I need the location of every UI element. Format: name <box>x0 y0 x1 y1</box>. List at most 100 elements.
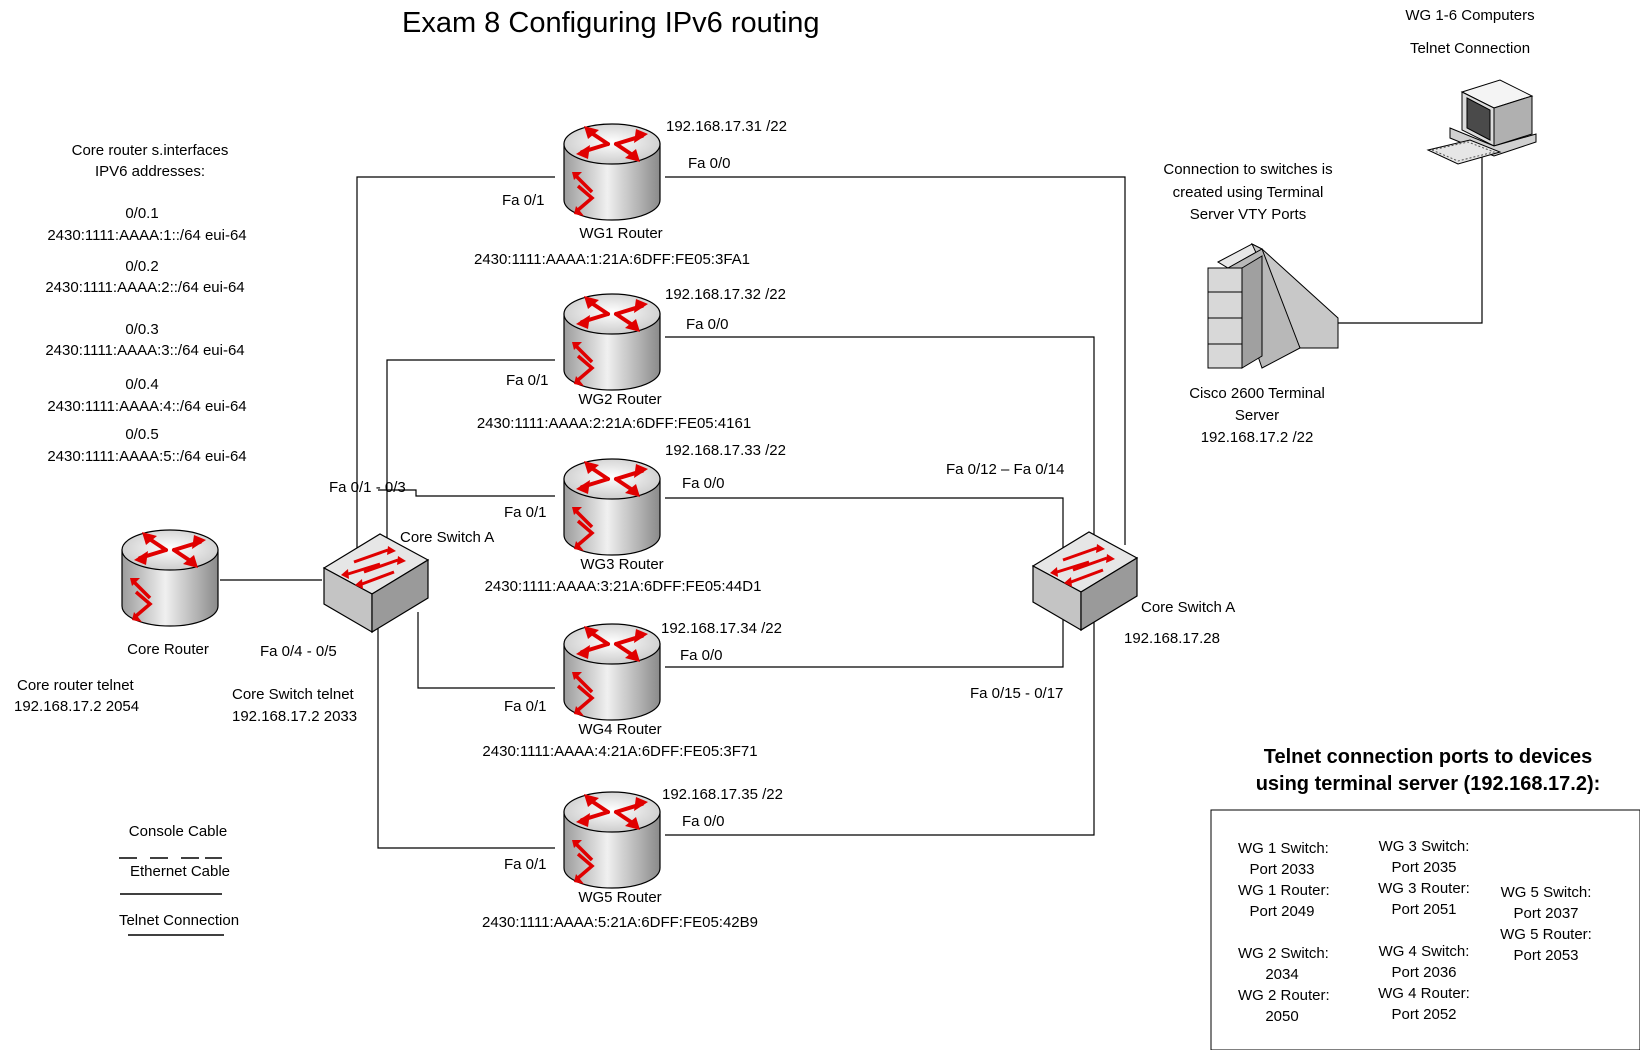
wg5-name: WG5 Router <box>578 889 662 906</box>
wg1-fa01: Fa 0/1 <box>502 192 545 209</box>
terminal-server-icon[interactable] <box>1207 242 1339 369</box>
right-switch-ip: 192.168.17.28 <box>1124 630 1220 647</box>
ports-col-1-row: WG 2 Router: <box>1238 987 1330 1004</box>
left-switch-telnet-value: 192.168.17.2 2033 <box>232 708 358 725</box>
wg2-fa01: Fa 0/1 <box>506 372 549 389</box>
wg3-name: WG3 Router <box>580 556 664 573</box>
core-addr-2: 2430:1111:AAAA:2::/64 eui-64 <box>45 279 245 296</box>
core-switch-left-icon[interactable] <box>322 532 430 634</box>
legend-ethernet: Ethernet Cable <box>129 863 231 880</box>
core-switch-right-icon[interactable] <box>1031 530 1139 632</box>
wg3-fa01: Fa 0/1 <box>504 504 547 521</box>
core-iface-3: 0/0.3 <box>125 321 159 338</box>
right-switch-ports-top: Fa 0/12 – Fa 0/14 <box>946 461 1065 478</box>
ports-col-2-row: WG 3 Router: <box>1378 880 1470 897</box>
wg2-ip: 192.168.17.32 /22 <box>665 286 786 303</box>
ports-col-2-row <box>1374 920 1474 941</box>
left-switch-ports-top: Fa 0/1 - 0/3 <box>329 479 406 496</box>
core-addresses-heading-2: IPV6 addresses: <box>94 163 206 180</box>
left-switch-name: Core Switch A <box>400 529 495 546</box>
wg2-router-icon[interactable] <box>562 292 662 392</box>
wg3-ipv6: 2430:1111:AAAA:3:21A:6DFF:FE05:44D1 <box>484 578 762 595</box>
pc-label-2: Telnet Connection <box>1409 40 1531 57</box>
legend-lines <box>119 857 224 936</box>
pc-icon[interactable] <box>1426 79 1537 165</box>
wg4-router-icon[interactable] <box>562 622 662 722</box>
ports-col-2-row: WG 4 Router: <box>1378 985 1470 1002</box>
wg4-fa00: Fa 0/0 <box>680 647 723 664</box>
legend-telnet: Telnet Connection <box>118 912 240 929</box>
wg5-router-icon[interactable] <box>562 790 662 890</box>
wg5-ipv6: 2430:1111:AAAA:5:21A:6DFF:FE05:42B9 <box>481 914 759 931</box>
ports-col-1-row: 2050 <box>1265 1008 1299 1025</box>
wg4-name: WG4 Router <box>578 721 662 738</box>
wg1-name: WG1 Router <box>579 225 663 242</box>
ports-col-1-row: WG 1 Switch: <box>1238 840 1329 857</box>
wg1-router-icon[interactable] <box>562 122 662 222</box>
wg2-name: WG2 Router <box>578 391 662 408</box>
wg3-ip: 192.168.17.33 /22 <box>665 442 786 459</box>
ports-col-2-row: Port 2051 <box>1391 901 1457 918</box>
wg4-ipv6: 2430:1111:AAAA:4:21A:6DFF:FE05:3F71 <box>482 743 758 760</box>
core-iface-4: 0/0.4 <box>125 376 159 393</box>
core-router-name: Core Router <box>127 641 209 658</box>
core-addr-3: 2430:1111:AAAA:3::/64 eui-64 <box>45 342 245 359</box>
terminal-server-name-2: Server <box>1234 407 1280 424</box>
core-iface-2: 0/0.2 <box>125 258 159 275</box>
ports-col-2-row: WG 3 Switch: <box>1378 838 1470 855</box>
ethernet-links <box>220 150 1483 849</box>
left-switch-ports-bottom: Fa 0/4 - 0/5 <box>260 643 337 660</box>
wg1-fa00: Fa 0/0 <box>688 155 731 172</box>
pc-label-1: WG 1-6 Computers <box>1405 7 1535 24</box>
ports-col-1-row: WG 1 Router: <box>1238 882 1330 899</box>
wg5-ip: 192.168.17.35 /22 <box>662 786 783 803</box>
core-addresses-heading-1: Core router s.interfaces <box>71 142 229 159</box>
ports-col-1-row: 2034 <box>1265 966 1299 983</box>
ports-col-3-row <box>1496 861 1596 882</box>
page-title: Exam 8 Configuring IPv6 routing <box>402 7 820 39</box>
ports-col-3: WG 5 Switch: Port 2037 WG 5 Router: Port… <box>1496 840 1596 966</box>
core-addr-4: 2430:1111:AAAA:4::/64 eui-64 <box>47 398 247 415</box>
wg1-ipv6: 2430:1111:AAAA:1:21A:6DFF:FE05:3FA1 <box>474 251 750 268</box>
ports-col-2-row: Port 2036 <box>1391 964 1457 981</box>
wg2-ipv6: 2430:1111:AAAA:2:21A:6DFF:FE05:4161 <box>476 415 752 432</box>
core-router-telnet-value: 192.168.17.2 2054 <box>14 698 140 715</box>
ports-col-1-row: Port 2033 <box>1249 861 1315 878</box>
ports-col-3-row: Port 2037 <box>1513 905 1579 922</box>
right-switch-ports-bottom: Fa 0/15 - 0/17 <box>970 685 1064 702</box>
core-router-icon[interactable] <box>120 528 220 628</box>
wg5-fa00: Fa 0/0 <box>682 813 725 830</box>
ports-col-3-row: WG 5 Router: <box>1500 926 1592 943</box>
terminal-note-line-2: created using Terminal <box>1172 184 1324 201</box>
ports-col-1-row: Port 2049 <box>1249 903 1315 920</box>
terminal-server-name: Cisco 2600 Terminal <box>1189 385 1325 402</box>
core-router-telnet-label: Core router telnet <box>17 677 134 694</box>
terminal-note-line-1: Connection to switches is <box>1163 161 1333 178</box>
ports-col-2-row: Port 2035 <box>1391 859 1457 876</box>
ports-panel-box <box>1210 809 1640 1050</box>
ports-col-3-row: Port 2053 <box>1513 947 1579 964</box>
wg1-ip: 192.168.17.31 /22 <box>666 118 787 135</box>
ports-col-2: WG 3 Switch: Port 2035 WG 3 Router: Port… <box>1374 836 1474 1025</box>
terminal-note-line-3: Server VTY Ports <box>1189 206 1307 223</box>
ports-panel-heading-2: using terminal server (192.168.17.2): <box>1255 773 1601 795</box>
wg4-ip: 192.168.17.34 /22 <box>661 620 782 637</box>
wg4-fa01: Fa 0/1 <box>504 698 547 715</box>
wg5-fa01: Fa 0/1 <box>504 856 547 873</box>
ports-col-2-row: WG 4 Switch: <box>1378 943 1470 960</box>
ports-col-1-row: WG 2 Switch: <box>1238 945 1329 962</box>
core-iface-5: 0/0.5 <box>125 426 159 443</box>
legend-console: Console Cable <box>128 823 228 840</box>
wg3-fa00: Fa 0/0 <box>682 475 725 492</box>
ports-col-3-row: WG 5 Switch: <box>1500 884 1592 901</box>
ports-col-3-row <box>1496 840 1596 861</box>
core-addr-5: 2430:1111:AAAA:5::/64 eui-64 <box>47 448 247 465</box>
core-addr-1: 2430:1111:AAAA:1::/64 eui-64 <box>47 227 247 244</box>
terminal-server-ip: 192.168.17.2 /22 <box>1200 429 1314 446</box>
ports-col-1: WG 1 Switch: Port 2033 WG 1 Router: Port… <box>1238 838 1330 1027</box>
left-switch-telnet-label: Core Switch telnet <box>232 686 354 703</box>
ports-panel-heading-1: Telnet connection ports to devices <box>1263 746 1593 768</box>
wg3-router-icon[interactable] <box>562 457 662 557</box>
wg2-fa00: Fa 0/0 <box>686 316 729 333</box>
